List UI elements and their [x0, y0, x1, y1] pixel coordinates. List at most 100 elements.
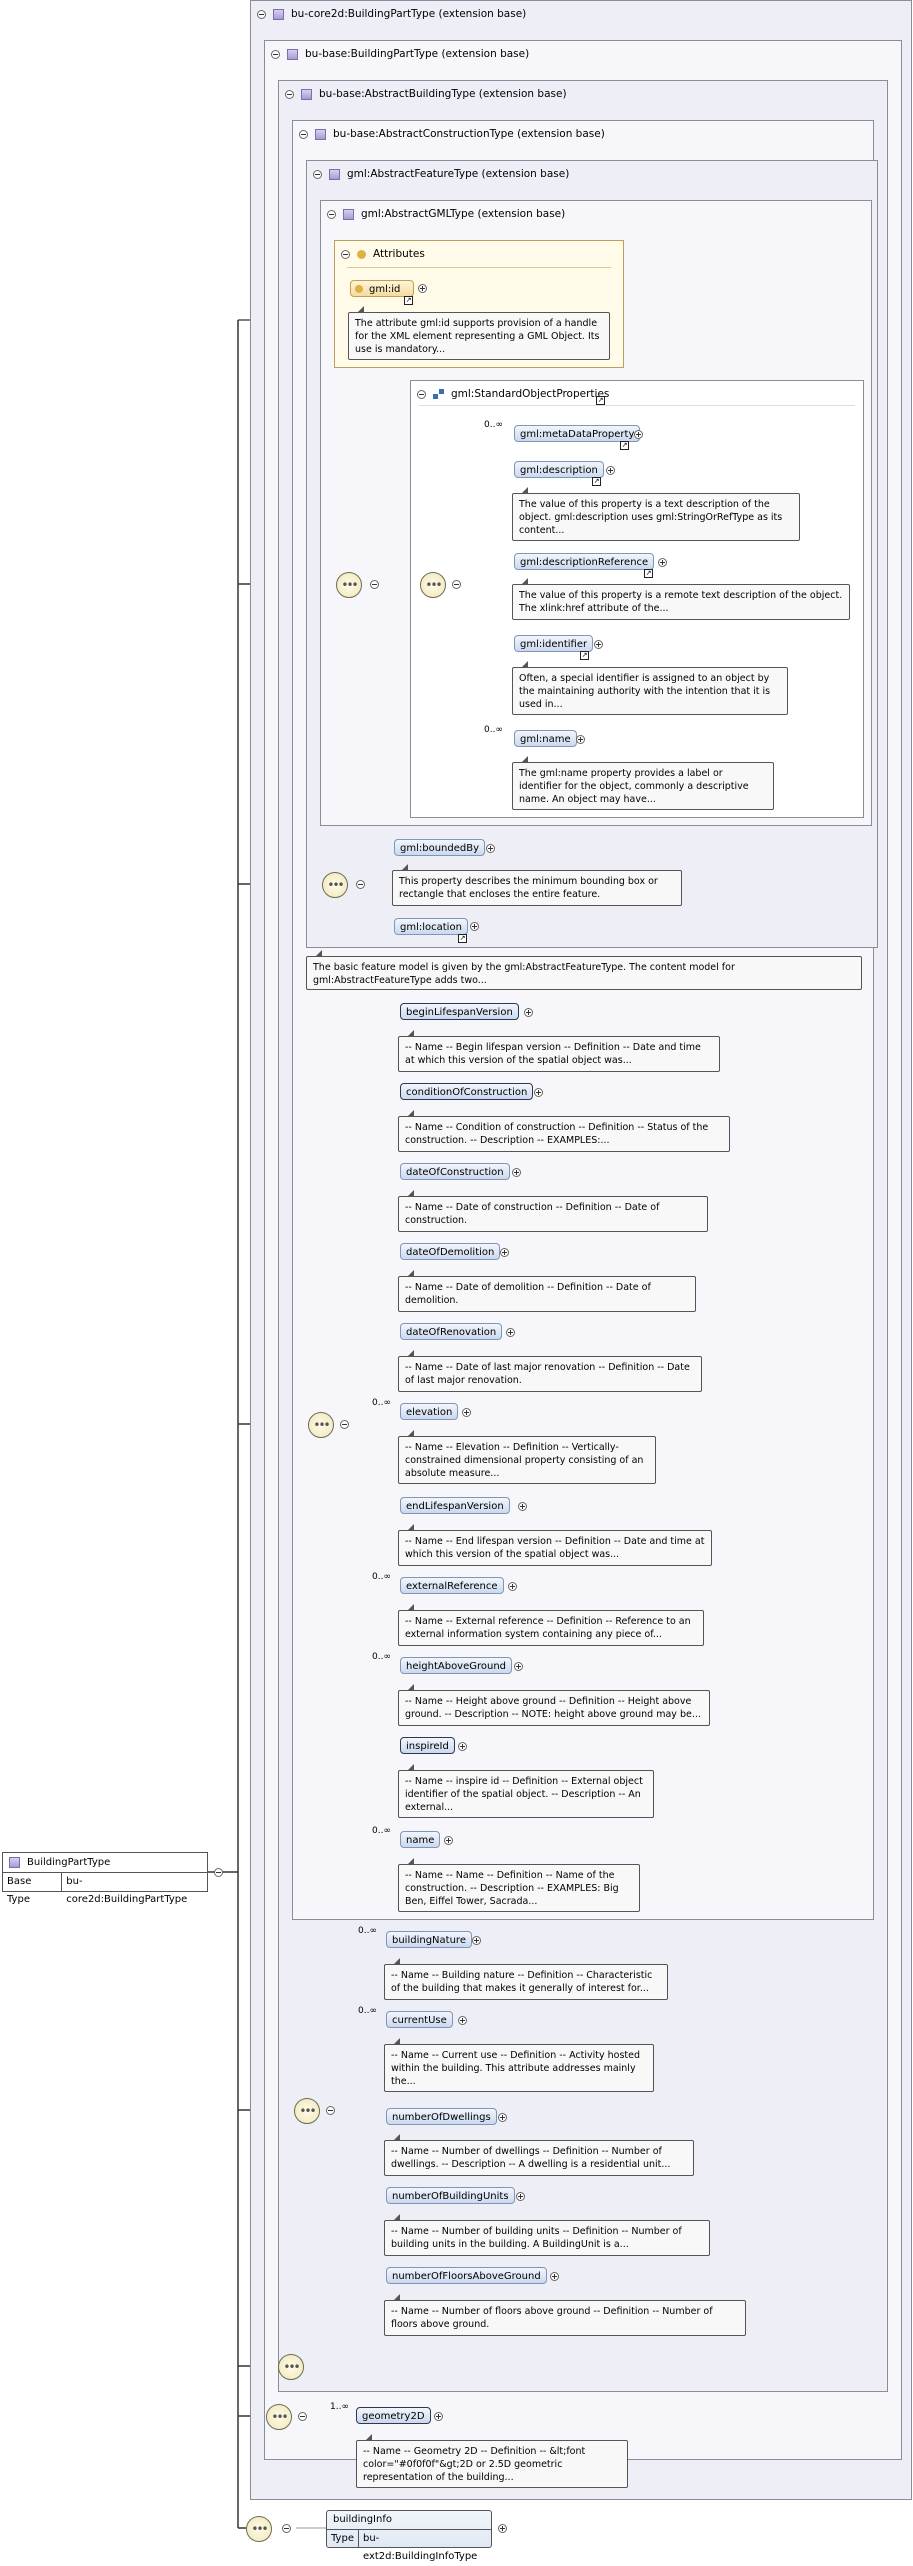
collapse-icon[interactable]: [417, 389, 426, 399]
link-icon[interactable]: ↗: [596, 396, 605, 405]
complex-type-icon: [301, 88, 312, 100]
collapse-icon[interactable]: [326, 2106, 335, 2115]
expand-icon[interactable]: [594, 640, 603, 649]
doc-name-construction: -- Name -- Name -- Definition -- Name of…: [398, 1858, 640, 1912]
expand-icon[interactable]: [486, 844, 495, 853]
collapse-icon[interactable]: [313, 169, 322, 179]
expand-icon[interactable]: [514, 1662, 523, 1671]
element-dateofconstruction[interactable]: dateOfConstruction: [400, 1163, 510, 1180]
expand-icon[interactable]: [498, 2113, 507, 2122]
collapse-icon[interactable]: [356, 880, 365, 889]
divider: [347, 267, 611, 268]
element-numberoffloorsaboveground[interactable]: numberOfFloorsAboveGround: [386, 2267, 547, 2284]
expand-icon[interactable]: [470, 922, 479, 931]
group-header[interactable]: gml:StandardObjectProperties: [417, 386, 609, 402]
link-icon[interactable]: ↗: [620, 441, 629, 450]
collapse-icon[interactable]: [214, 1868, 223, 1877]
expand-icon[interactable]: [458, 2016, 467, 2025]
element-buildingnature[interactable]: buildingNature: [386, 1931, 472, 1948]
element-conditionofconstruction[interactable]: conditionOfConstruction: [400, 1083, 534, 1100]
collapse-icon[interactable]: [327, 209, 336, 219]
link-icon[interactable]: ↗: [580, 651, 589, 660]
extension-header[interactable]: bu-base:BuildingPartType (extension base…: [271, 46, 529, 62]
complex-type-icon: [273, 8, 284, 20]
expand-icon[interactable]: [550, 2272, 559, 2281]
doc-currentuse: -- Name -- Current use -- Definition -- …: [384, 2038, 654, 2092]
element-metadataproperty[interactable]: gml:metaDataProperty: [514, 425, 641, 442]
link-icon[interactable]: ↗: [458, 934, 467, 943]
attributes-header[interactable]: Attributes: [341, 246, 425, 262]
element-descriptionreference[interactable]: gml:descriptionReference: [514, 553, 655, 570]
complex-type-icon: [329, 168, 340, 180]
extension-header[interactable]: gml:AbstractFeatureType (extension base): [313, 166, 569, 182]
expand-icon[interactable]: [458, 1742, 467, 1751]
element-numberofdwellings[interactable]: numberOfDwellings: [386, 2108, 497, 2125]
doc-numberofdwellings: -- Name -- Number of dwellings -- Defini…: [384, 2134, 694, 2176]
expand-icon[interactable]: [500, 1248, 509, 1257]
expand-icon[interactable]: [512, 1168, 521, 1177]
expand-icon[interactable]: [524, 1008, 533, 1017]
collapse-icon[interactable]: [271, 49, 280, 59]
element-dateofrenovation[interactable]: dateOfRenovation: [400, 1323, 503, 1340]
expand-icon[interactable]: [462, 1408, 471, 1417]
collapse-icon[interactable]: [340, 1420, 349, 1429]
element-name[interactable]: gml:name: [514, 730, 577, 747]
link-icon[interactable]: ↗: [404, 296, 413, 305]
expand-icon[interactable]: [516, 2192, 525, 2201]
element-numberofbuildingunits[interactable]: numberOfBuildingUnits: [386, 2187, 515, 2204]
doc-endlifespanversion: -- Name -- End lifespan version -- Defin…: [398, 1524, 712, 1566]
element-elevation[interactable]: elevation: [400, 1403, 459, 1420]
extension-header[interactable]: bu-base:AbstractConstructionType (extens…: [299, 126, 605, 142]
element-inspireid[interactable]: inspireId: [400, 1737, 455, 1754]
element-boundedby[interactable]: gml:boundedBy: [394, 839, 486, 856]
doc-name: The gml:name property provides a label o…: [512, 756, 774, 810]
complex-type-icon: [343, 208, 354, 220]
collapse-icon[interactable]: [282, 2524, 291, 2533]
element-location[interactable]: gml:location: [394, 918, 468, 935]
doc-conditionofconstruction: -- Name -- Condition of construction -- …: [398, 1110, 730, 1152]
collapse-icon[interactable]: [370, 580, 379, 589]
attribute-gml-id[interactable]: gml:id: [350, 280, 414, 297]
expand-icon[interactable]: [518, 1502, 527, 1511]
cardinality: 0..∞: [484, 420, 503, 430]
element-geometry2d[interactable]: geometry2D: [356, 2407, 431, 2424]
expand-icon[interactable]: [534, 1088, 543, 1097]
expand-icon[interactable]: [606, 466, 615, 475]
expand-icon[interactable]: [508, 1582, 517, 1591]
expand-icon[interactable]: [576, 735, 585, 744]
expand-icon[interactable]: [418, 284, 427, 293]
element-dateofdemolition[interactable]: dateOfDemolition: [400, 1243, 501, 1260]
extension-header[interactable]: gml:AbstractGMLType (extension base): [327, 206, 565, 222]
link-icon[interactable]: ↗: [644, 569, 653, 578]
element-currentuse[interactable]: currentUse: [386, 2011, 453, 2028]
element-endlifespanversion[interactable]: endLifespanVersion: [400, 1497, 510, 1514]
collapse-icon[interactable]: [298, 2412, 307, 2421]
expand-icon[interactable]: [498, 2524, 507, 2533]
expand-icon[interactable]: [472, 1936, 481, 1945]
collapse-icon[interactable]: [299, 129, 308, 139]
expand-icon[interactable]: [506, 1328, 515, 1337]
expand-icon[interactable]: [634, 430, 643, 439]
element-name-construction[interactable]: name: [400, 1831, 441, 1848]
collapse-icon[interactable]: [257, 9, 266, 19]
link-icon[interactable]: ↗: [592, 477, 601, 486]
group-icon: [433, 388, 444, 400]
expand-icon[interactable]: [444, 1836, 453, 1845]
cardinality: 0..∞: [372, 1652, 391, 1662]
attribute-group-icon: [357, 249, 366, 259]
element-description[interactable]: gml:description: [514, 461, 604, 478]
extension-header[interactable]: bu-base:AbstractBuildingType (extension …: [285, 86, 567, 102]
expand-icon[interactable]: [434, 2412, 443, 2421]
collapse-icon[interactable]: [341, 249, 350, 259]
collapse-icon[interactable]: [285, 89, 294, 99]
root-type-box[interactable]: BuildingPartType Base Type bu-core2d:Bui…: [2, 1852, 208, 1905]
collapse-icon[interactable]: [452, 580, 461, 589]
element-buildinginfo[interactable]: buildingInfo Type bu-ext2d:BuildingInfoT…: [326, 2510, 492, 2562]
element-beginlifespanversion[interactable]: beginLifespanVersion: [400, 1003, 519, 1020]
element-heightaboveground[interactable]: heightAboveGround: [400, 1657, 513, 1674]
element-externalreference[interactable]: externalReference: [400, 1577, 504, 1594]
cardinality: 0..∞: [484, 725, 503, 735]
extension-header[interactable]: bu-core2d:BuildingPartType (extension ba…: [257, 6, 526, 22]
expand-icon[interactable]: [658, 558, 667, 567]
element-identifier[interactable]: gml:identifier: [514, 635, 594, 652]
